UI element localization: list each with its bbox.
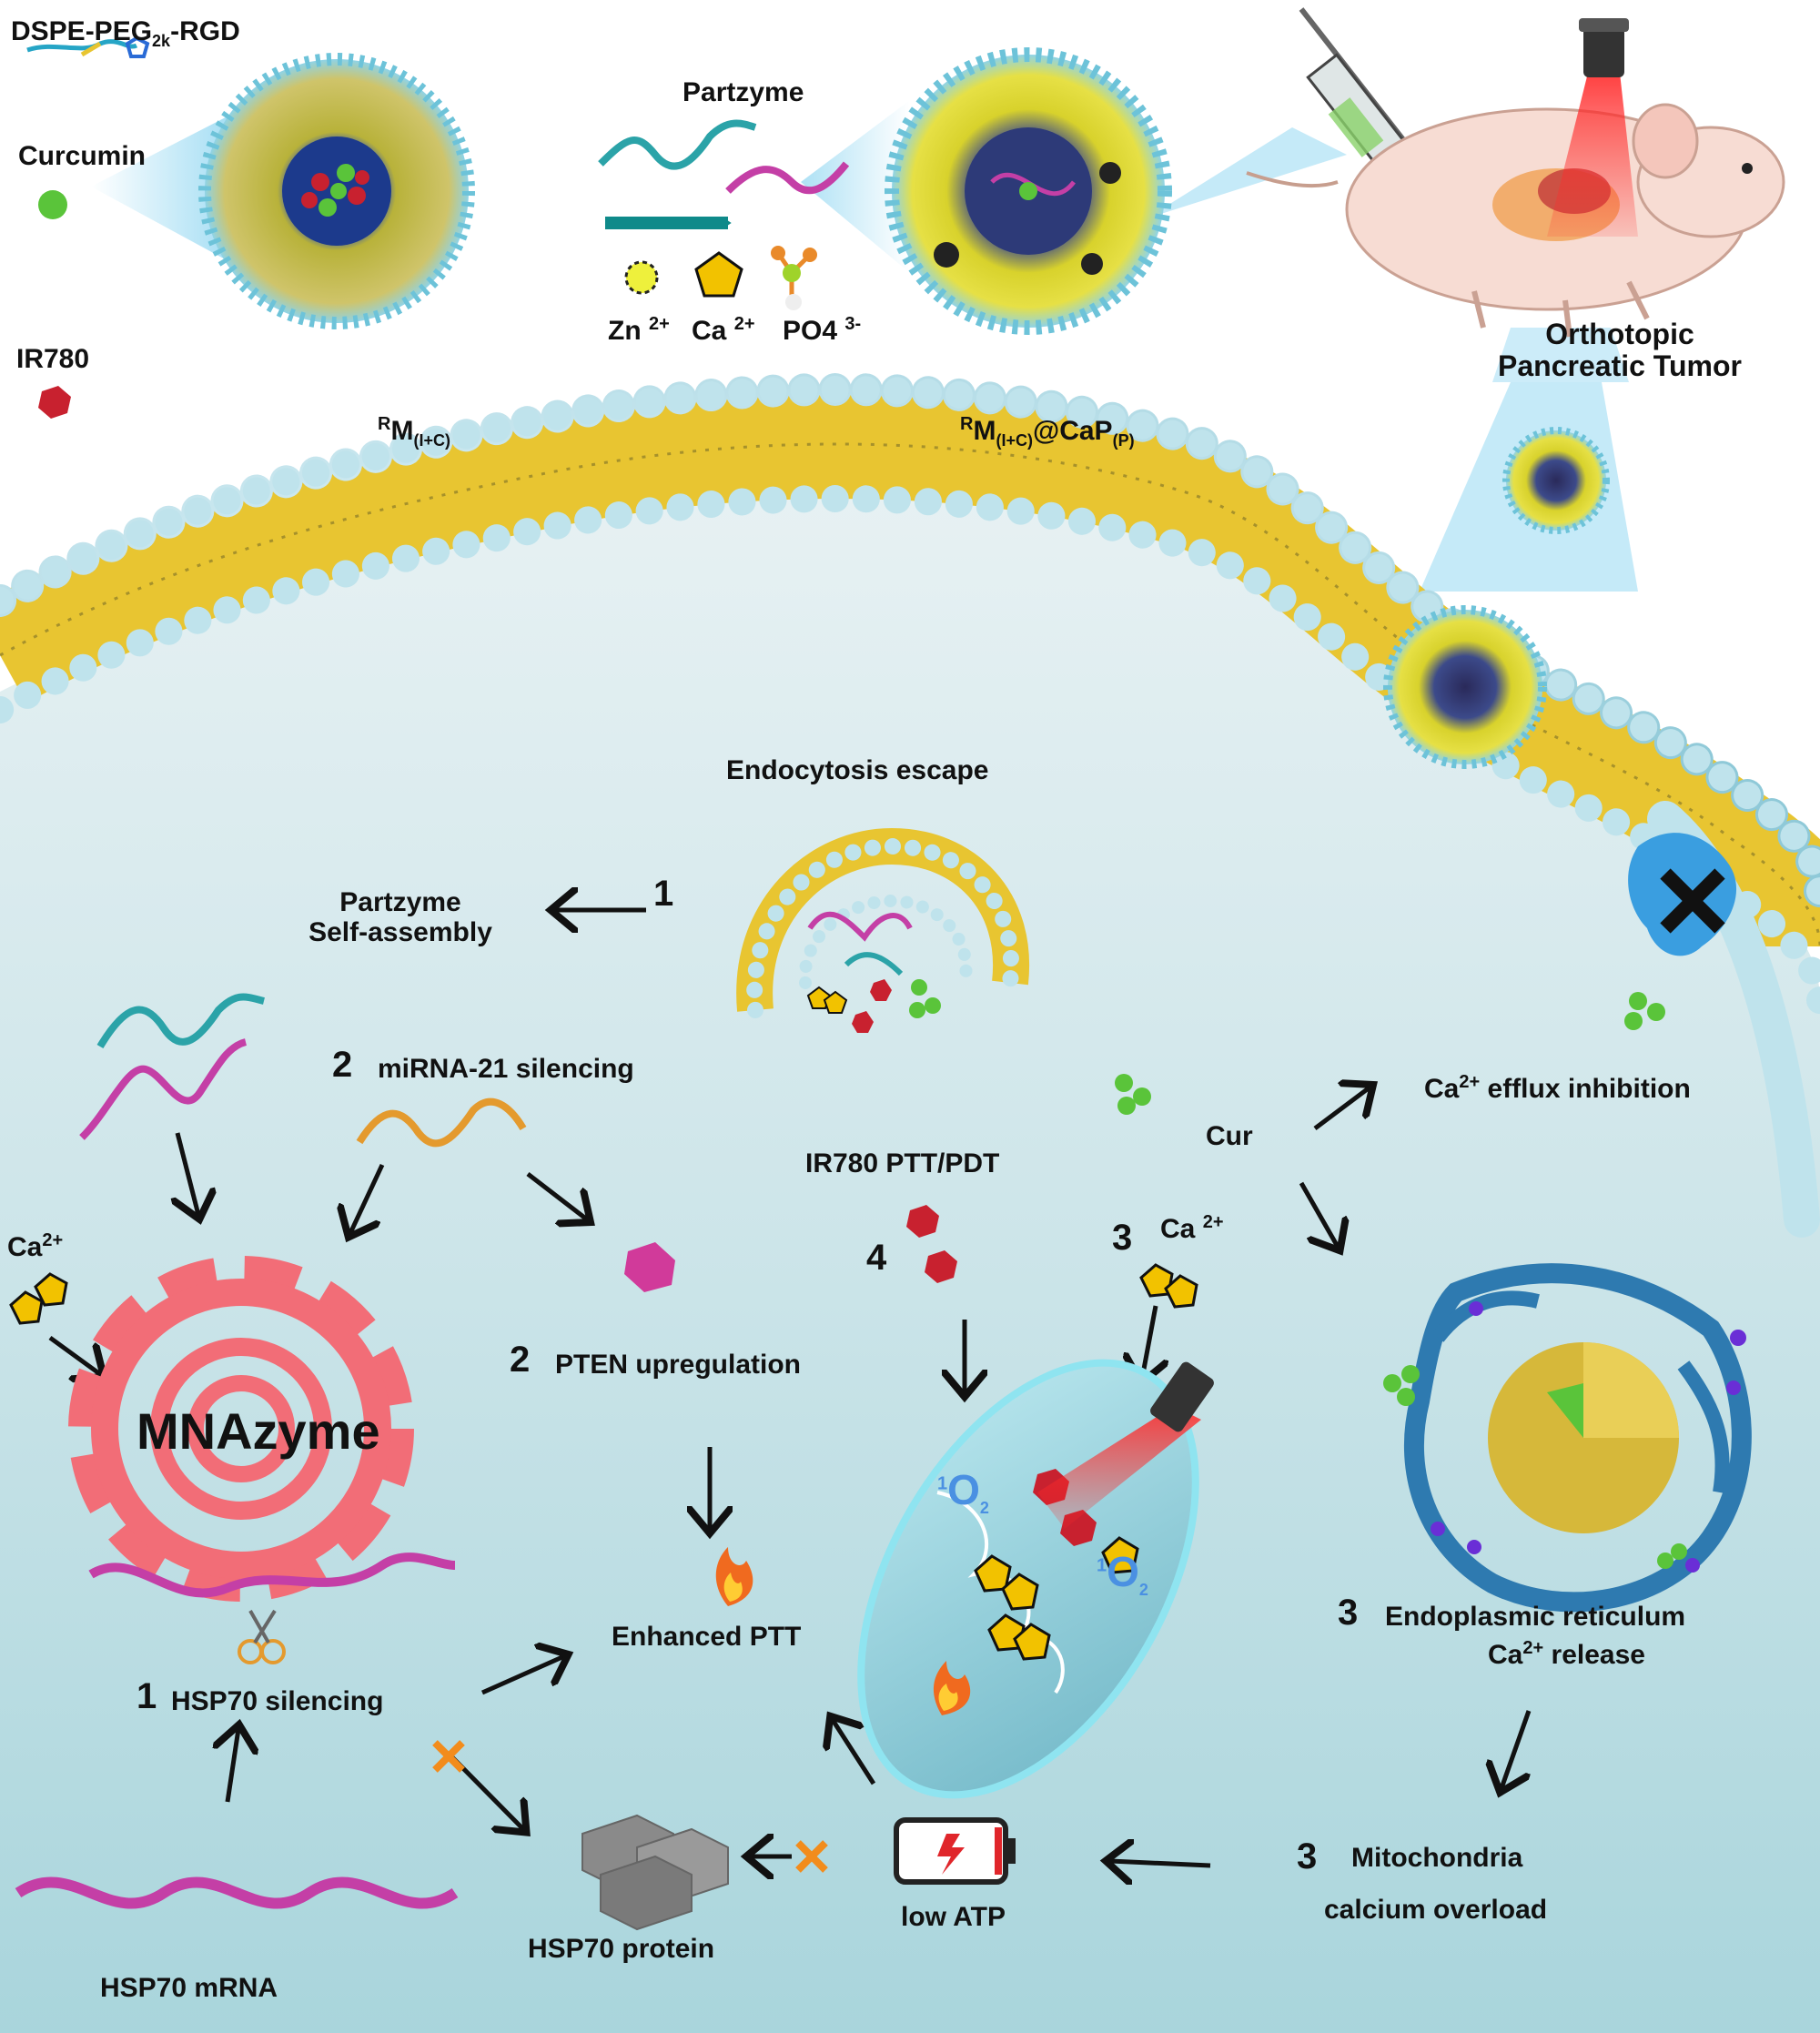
ca-cell-label: Ca2+ bbox=[7, 1230, 64, 1262]
endoplasmic-reticulum bbox=[1383, 1263, 1752, 1613]
mito-label-line2: calcium overload bbox=[1324, 1895, 1548, 1925]
beam-tumor bbox=[1492, 328, 1629, 382]
partzyme-label: Partzyme bbox=[682, 77, 804, 107]
np1-label: RM(I+C) bbox=[378, 414, 450, 450]
step3-ca-label: Ca 2+ bbox=[1160, 1212, 1224, 1244]
step2b-number: 2 bbox=[510, 1340, 531, 1380]
target-rna bbox=[88, 1553, 456, 1598]
ca-icon-2 bbox=[34, 1272, 68, 1307]
enhanced-ptt-label: Enhanced PTT bbox=[612, 1622, 802, 1652]
singlet-oxygen-1: 1O2 bbox=[937, 1466, 989, 1518]
zn-label: Zn 2+ bbox=[608, 314, 670, 346]
po4-label: PO4 3- bbox=[783, 314, 862, 346]
mouse-illustration bbox=[1246, 103, 1785, 338]
er-label-line2: Ca2+ release bbox=[1488, 1638, 1645, 1670]
ir780-ptt-label: IR780 PTT/PDT bbox=[805, 1148, 1000, 1178]
zn-ion bbox=[624, 260, 659, 295]
curcumin-label: Curcumin bbox=[18, 141, 147, 171]
pten-label: PTEN upregulation bbox=[555, 1350, 801, 1380]
ca-label: Ca 2+ bbox=[692, 314, 755, 346]
endocytosis-label: Endocytosis escape bbox=[726, 755, 989, 785]
calcium-pump-blocked bbox=[1624, 833, 1737, 1030]
mnazyme-gear bbox=[68, 1256, 414, 1602]
step1-number: 1 bbox=[653, 874, 674, 914]
small-nanoparticle-2 bbox=[1383, 605, 1547, 769]
ir780-cube bbox=[38, 386, 71, 419]
block-mark-2 bbox=[795, 1840, 828, 1873]
curcumin-dot bbox=[38, 190, 67, 219]
step3-number: 3 bbox=[1112, 1218, 1133, 1258]
er-label-line1: Endoplasmic reticulum bbox=[1385, 1602, 1686, 1632]
ir780-label: IR780 bbox=[16, 344, 90, 374]
battery-icon bbox=[894, 1817, 1016, 1885]
step2-number: 2 bbox=[332, 1045, 353, 1085]
mito-label-line1: Mitochondria bbox=[1351, 1843, 1523, 1873]
laser-mito bbox=[1037, 1361, 1214, 1529]
cytoplasm bbox=[0, 491, 1820, 2033]
pten-protein bbox=[624, 1242, 675, 1292]
er-number: 3 bbox=[1338, 1593, 1359, 1633]
dspe-peg-label: DSPE-PEG2k-RGD bbox=[11, 16, 240, 50]
beam-mid bbox=[801, 100, 910, 273]
partzyme-strands-cell bbox=[79, 993, 265, 1140]
hsp70-silencing-label: HSP70 silencing bbox=[171, 1686, 384, 1716]
hsp70-protein-label: HSP70 protein bbox=[528, 1934, 715, 1964]
endosome bbox=[736, 827, 1030, 1033]
ca-efflux-label: Ca2+ efflux inhibition bbox=[1424, 1072, 1691, 1104]
mnazyme-label: MNAzyme bbox=[136, 1402, 380, 1460]
scissors-icon bbox=[238, 1609, 286, 1664]
np2-label: RM(I+C)@CaP(P) bbox=[960, 414, 1135, 450]
hsp70-protein-blocks bbox=[581, 1814, 729, 1931]
step4-number: 4 bbox=[866, 1238, 887, 1278]
partzyme-strands bbox=[598, 119, 850, 195]
hsp70-silencing-number: 1 bbox=[136, 1676, 157, 1716]
block-mark-1 bbox=[432, 1740, 465, 1773]
mito-number: 3 bbox=[1297, 1836, 1318, 1876]
ir780-cube-3 bbox=[925, 1250, 957, 1283]
flame-icon bbox=[715, 1547, 753, 1606]
dspe-peg-icon bbox=[26, 35, 150, 58]
ca-ion bbox=[694, 251, 743, 298]
mirna21-label: miRNA-21 silencing bbox=[378, 1054, 634, 1084]
po4-ion bbox=[771, 246, 817, 310]
nanoparticle-1 bbox=[198, 53, 475, 329]
mirna21-strand bbox=[356, 1097, 527, 1148]
ca-icon-4 bbox=[1164, 1274, 1198, 1309]
singlet-oxygen-2: 1O2 bbox=[1097, 1548, 1148, 1600]
nanoparticle-2 bbox=[885, 47, 1172, 335]
hsp70-mrna-strand bbox=[15, 1876, 459, 1909]
hsp70-mrna-label: HSP70 mRNA bbox=[100, 1973, 278, 2003]
small-nanoparticle-1 bbox=[1502, 427, 1610, 534]
laser-top bbox=[1547, 18, 1638, 237]
ca-icon-1 bbox=[9, 1290, 44, 1325]
low-atp-label: low ATP bbox=[901, 1902, 1006, 1932]
cur-label: Cur bbox=[1206, 1121, 1253, 1151]
ir780-cube-2 bbox=[906, 1205, 939, 1238]
